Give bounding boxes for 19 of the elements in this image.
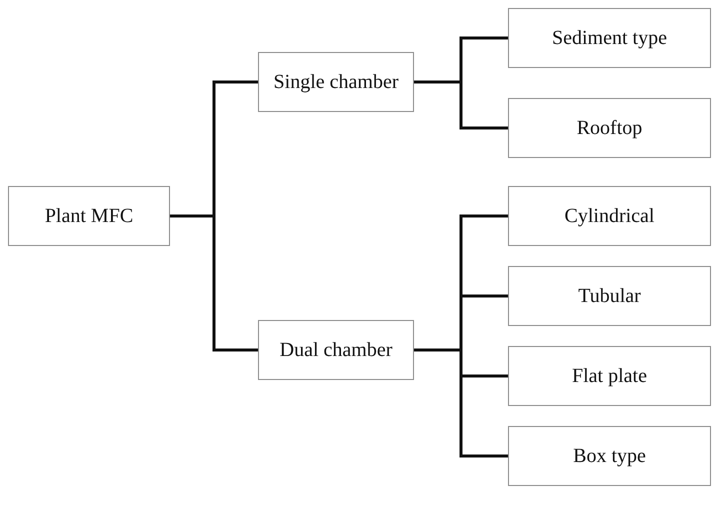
node-label: Cylindrical (564, 204, 654, 228)
node-label: Single chamber (274, 70, 398, 94)
node-box (508, 8, 711, 68)
node-label: Plant MFC (44, 204, 134, 228)
node-box (508, 426, 711, 486)
node-box (8, 186, 170, 246)
node-box (508, 266, 711, 326)
node-label: Flat plate (572, 364, 647, 388)
node-box (258, 320, 414, 380)
node-label: Tubular (578, 284, 641, 308)
node-box (508, 346, 711, 406)
node-label: Box type (573, 444, 646, 468)
connector-line (414, 80, 508, 130)
node-box (508, 186, 711, 246)
node-box (508, 98, 711, 158)
node-label: Sediment type (552, 26, 667, 50)
node-label: Dual chamber (280, 338, 392, 362)
node-label: Rooftop (576, 116, 642, 140)
node-box (258, 52, 414, 112)
